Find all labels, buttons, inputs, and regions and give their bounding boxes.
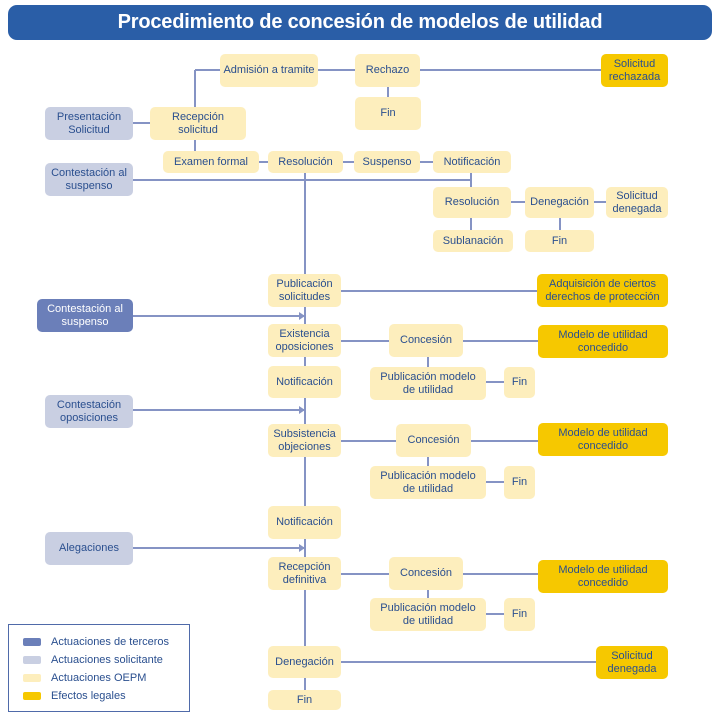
node-rechazo: Rechazo [355, 54, 420, 87]
node-fin-2: Fin [504, 466, 535, 499]
node-subsistencia-objeciones: Subsistencia objeciones [268, 424, 341, 457]
node-solicitud-denegada-2: Solicitud denegada [596, 646, 668, 679]
node-concesion-1: Concesión [389, 324, 463, 357]
node-fin-3: Fin [504, 598, 535, 631]
node-adquisicion-derechos: Adquisición de ciertos derechos de prote… [537, 274, 668, 307]
node-fin-rechazo: Fin [355, 97, 421, 130]
node-modelo-concedido-2: Modelo de utilidad concedido [538, 423, 668, 456]
node-recepcion-definitiva: Recepción definitiva [268, 557, 341, 590]
legend-swatch-terceros [23, 638, 41, 646]
legend-swatch-legales [23, 692, 41, 700]
node-contestacion-suspenso-2: Contestación al suspenso [37, 299, 133, 332]
node-resolucion-2: Resolución [433, 187, 511, 218]
node-denegacion-2: Denegación [268, 646, 341, 678]
node-concesion-3: Concesión [389, 557, 463, 590]
node-solicitud-rechazada: Solicitud rechazada [601, 54, 668, 87]
node-concesion-2: Concesión [396, 424, 471, 457]
node-publicacion-solicitudes: Publicación solicitudes [268, 274, 341, 307]
legend-swatch-solicitante [23, 656, 41, 664]
legend: Actuaciones de terceros Actuaciones soli… [8, 624, 190, 712]
node-alegaciones: Alegaciones [45, 532, 133, 565]
node-presentacion-solicitud: Presentación Solicitud [45, 107, 133, 140]
legend-label: Actuaciones OEPM [51, 672, 146, 684]
node-publicacion-modelo-2: Publicación modelo de utilidad [370, 466, 486, 499]
node-resolucion-1: Resolución [268, 151, 343, 173]
node-existencia-oposiciones: Existencia oposiciones [268, 324, 341, 357]
node-publicacion-modelo-1: Publicación modelo de utilidad [370, 367, 486, 400]
node-fin-denegacion-1: Fin [525, 230, 594, 252]
node-contestacion-suspenso-1: Contestación al suspenso [45, 163, 133, 196]
node-sublanacion: Sublanación [433, 230, 513, 252]
node-solicitud-denegada-1: Solicitud denegada [606, 187, 668, 218]
node-contestacion-oposiciones: Contestación oposiciones [45, 395, 133, 428]
legend-swatch-oepm [23, 674, 41, 682]
node-notificacion-3: Notificación [268, 506, 341, 539]
legend-label: Efectos legales [51, 690, 126, 702]
legend-item-terceros: Actuaciones de terceros [23, 635, 169, 649]
node-admision-a-tramite: Admisión a tramite [220, 54, 318, 87]
node-fin-final: Fin [268, 690, 341, 710]
node-modelo-concedido-3: Modelo de utilidad concedido [538, 560, 668, 593]
legend-item-solicitante: Actuaciones solicitante [23, 653, 163, 667]
node-notificacion-1: Notificación [433, 151, 511, 173]
legend-label: Actuaciones de terceros [51, 636, 169, 648]
node-recepcion-solicitud: Recepción solicitud [150, 107, 246, 140]
node-notificacion-2: Notificación [268, 366, 341, 398]
node-denegacion-1: Denegación [525, 187, 594, 218]
legend-item-oepm: Actuaciones OEPM [23, 671, 146, 685]
legend-label: Actuaciones solicitante [51, 654, 163, 666]
node-modelo-concedido-1: Modelo de utilidad concedido [538, 325, 668, 358]
legend-item-legales: Efectos legales [23, 689, 126, 703]
node-publicacion-modelo-3: Publicación modelo de utilidad [370, 598, 486, 631]
node-fin-1: Fin [504, 367, 535, 398]
node-examen-formal: Examen formal [163, 151, 259, 173]
node-suspenso: Suspenso [354, 151, 420, 173]
